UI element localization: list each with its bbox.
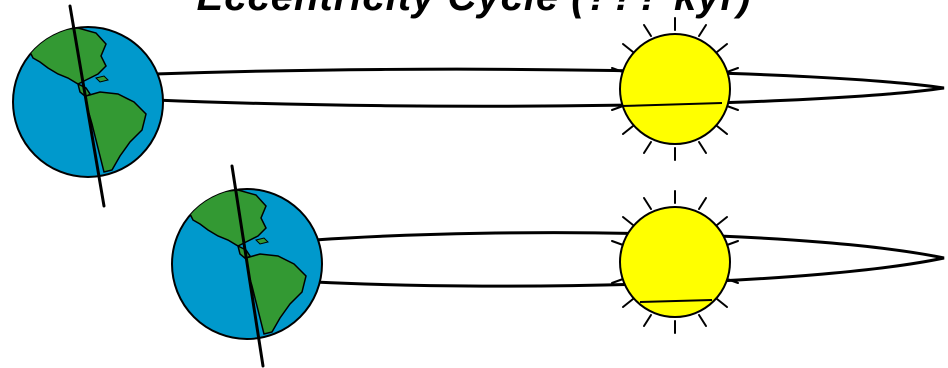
sun-icon xyxy=(611,17,739,161)
orbit-panel-upper xyxy=(12,4,945,208)
diagram-title: Eccentricity Cycle (??? kyr) xyxy=(0,0,948,20)
orbit-ellipse-upper xyxy=(154,67,945,108)
orbit-panel-lower xyxy=(171,164,945,368)
earth-globe-icon xyxy=(12,4,164,208)
earth-globe-icon xyxy=(171,164,323,368)
sun-icon xyxy=(611,190,739,334)
